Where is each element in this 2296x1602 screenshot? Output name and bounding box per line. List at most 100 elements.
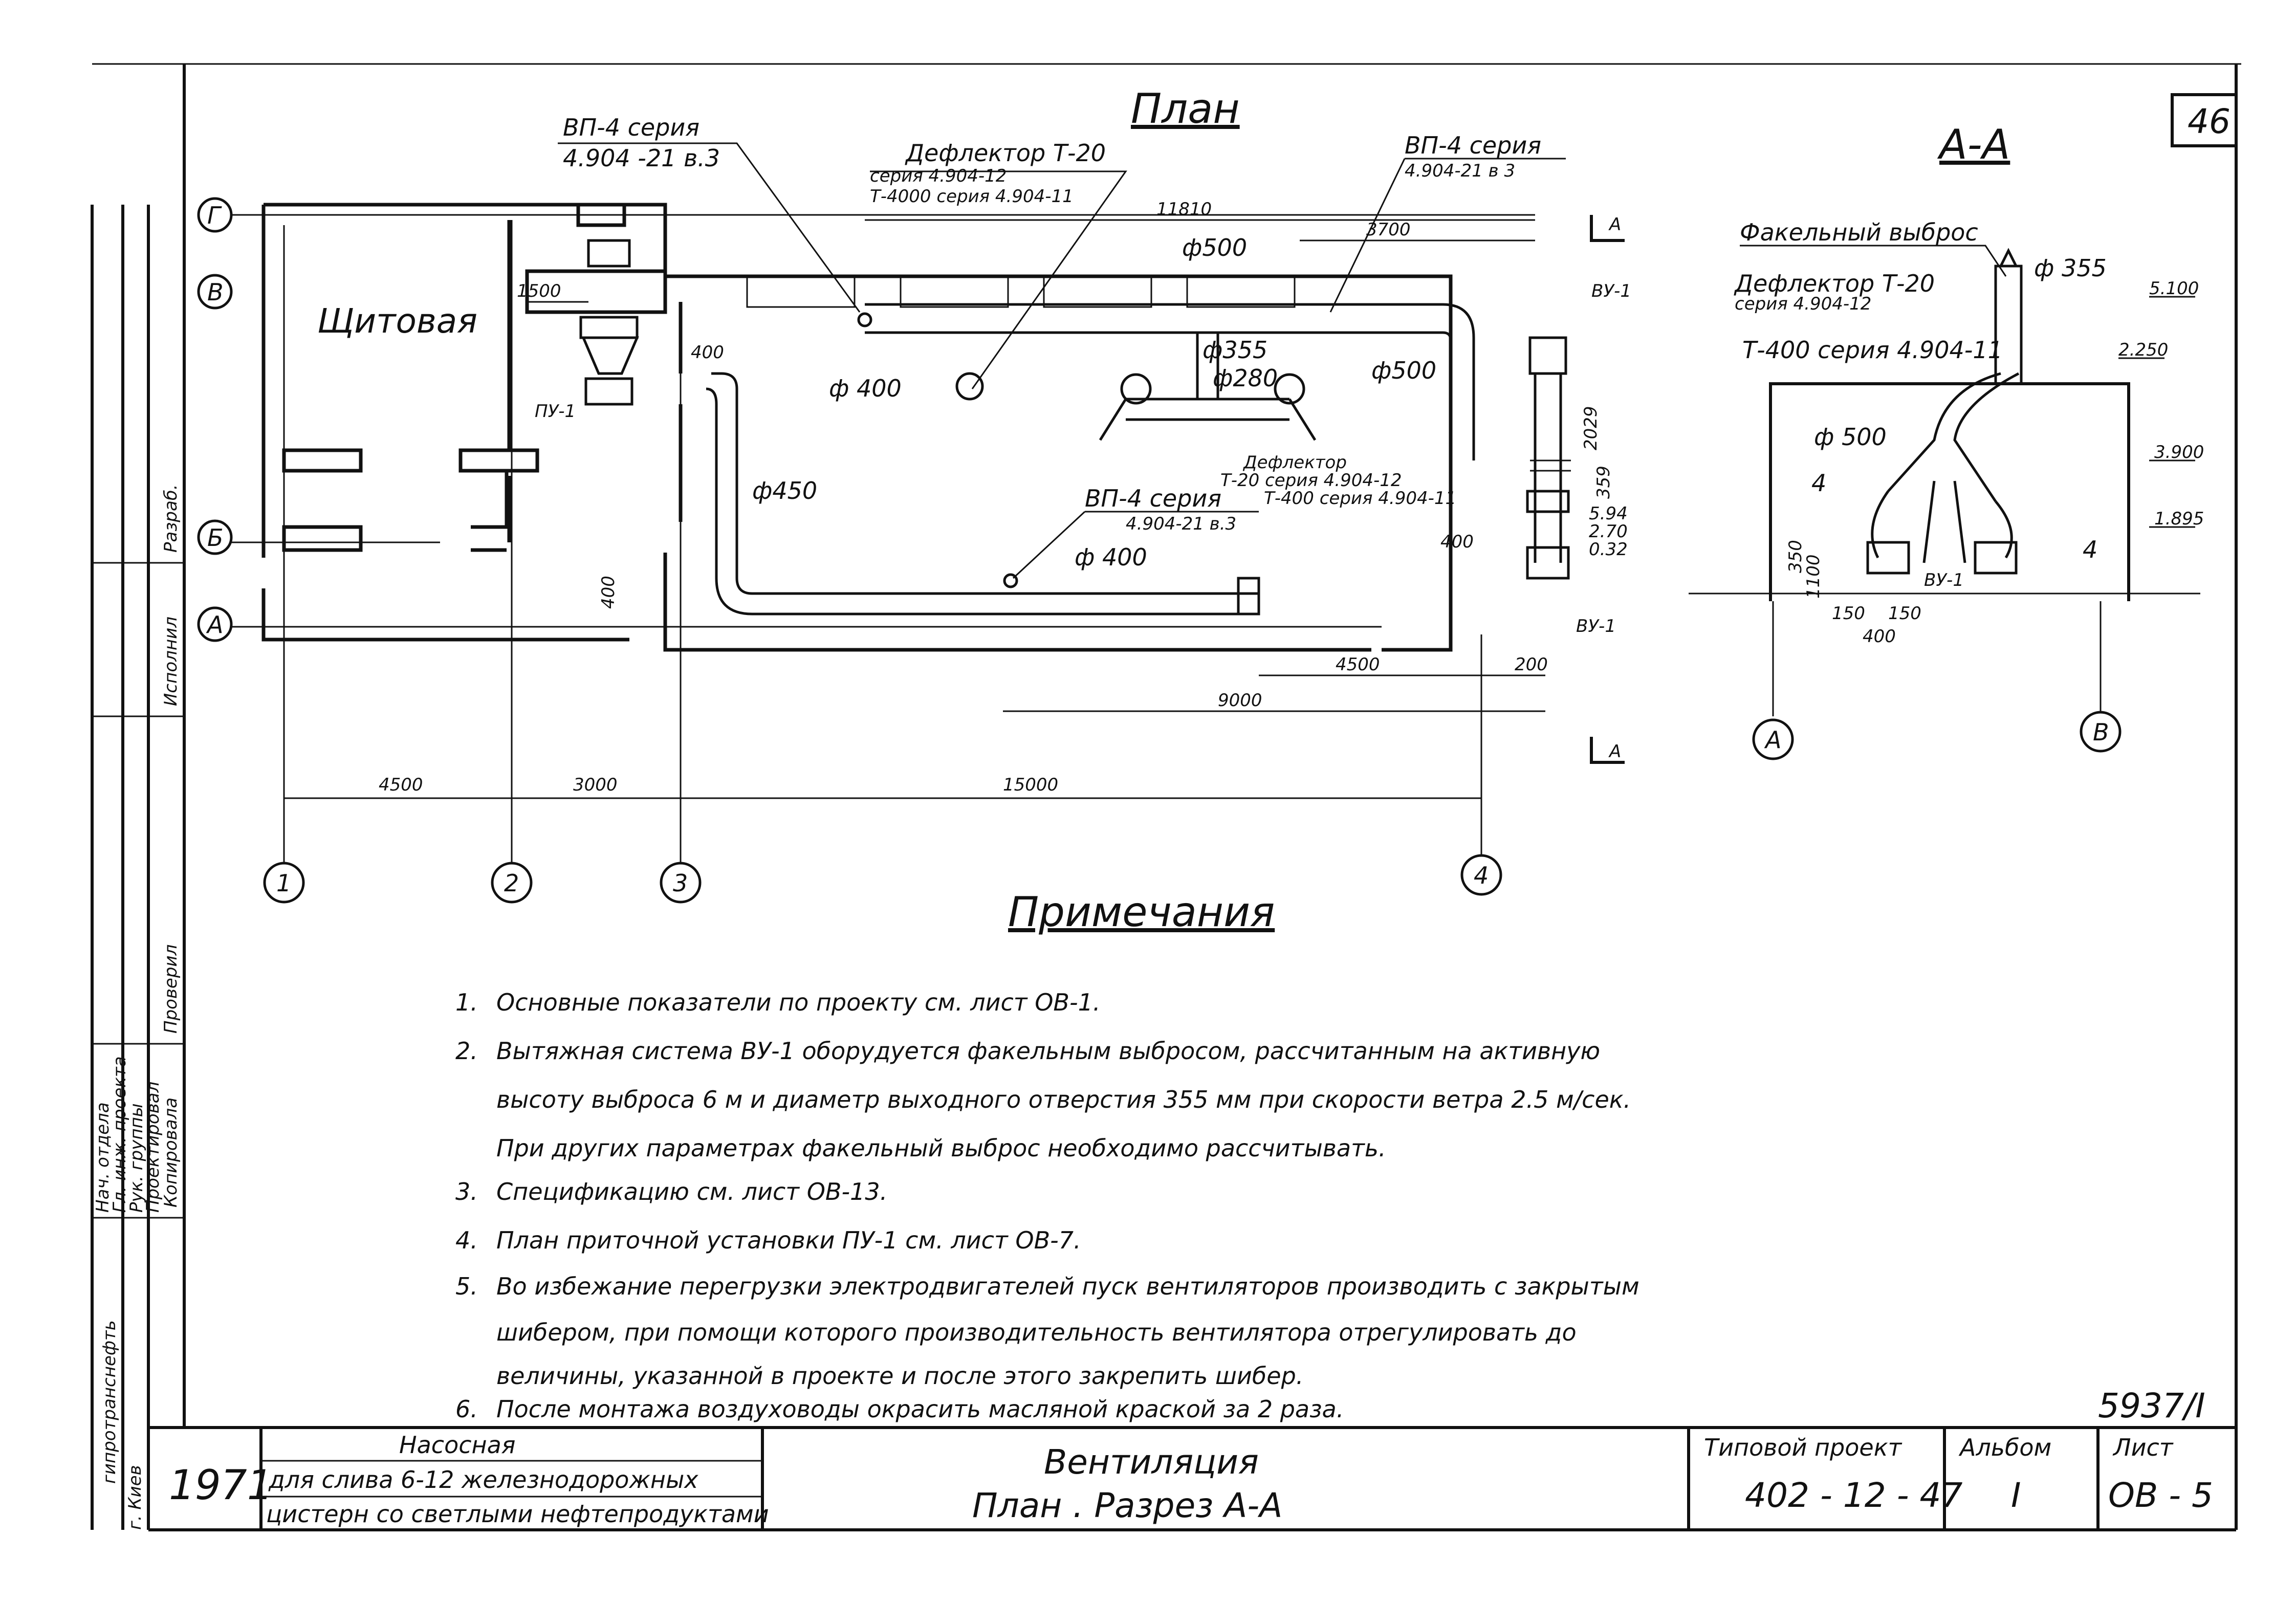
section-defl-line1: Дефлектор Т-20 [1734, 270, 1935, 297]
section-view: А-А А В Факельный выброс ф 355 Дефлектор… [1689, 121, 2204, 760]
dim-3700: 3700 [1366, 220, 1411, 240]
dim-400e: 400 [598, 576, 619, 609]
stamp-object-line1: Насосная [399, 1431, 515, 1459]
side-row-2: Рук. группы [126, 1103, 147, 1213]
note-3-num: 3. [455, 1178, 478, 1205]
deflector2-line3: Т-400 серия 4.904-11 [1264, 488, 1456, 509]
stamp-object-line2: для слива 6-12 железнодорожных [268, 1466, 698, 1494]
vp4-a-line2: 4.904 -21 в.3 [563, 144, 720, 172]
section-defl-line2: серия 4.904-12 [1735, 294, 1871, 314]
stamp-title-line1: Вентиляция [1044, 1442, 1259, 1482]
section-four-a: 4 [1811, 469, 1826, 497]
dim-200: 200 [1515, 654, 1548, 675]
note-1-num: 1. [455, 989, 478, 1016]
lvl-1895: 1.895 [2154, 509, 2204, 529]
side-city: г. Киев [125, 1465, 145, 1530]
row-axis-b: Б [207, 524, 224, 552]
col-axis-4: 4 [1474, 862, 1489, 889]
vu1-top-label: ВУ-1 [1591, 281, 1631, 301]
sheet-number: 46 [2188, 102, 2231, 141]
lvl-2250: 2.250 [2118, 340, 2168, 360]
notes-block: Примечания 1. Основные показатели по про… [455, 888, 2205, 1425]
section-mark-top: А [1608, 214, 1621, 235]
row-axis-g: Г [207, 202, 222, 229]
stamp-album-value: I [2011, 1476, 2021, 1515]
note-4-text: План приточной установки ПУ-1 см. лист О… [496, 1226, 1081, 1254]
section-title: А-А [1937, 121, 2010, 168]
section-torch: Факельный выброс [1740, 218, 1978, 246]
dim-2029: 2029 [1581, 406, 1601, 450]
notes-title: Примечания [1008, 888, 1275, 936]
note-1-text: Основные показатели по проекту см. лист … [496, 989, 1100, 1016]
dim-phi500: ф500 [1182, 234, 1247, 261]
lvl-5100: 5.100 [2149, 278, 2199, 299]
dim-359: 359 [1593, 466, 1614, 499]
deflector-line3: Т-4000 серия 4.904-11 [870, 186, 1074, 207]
deflector2-line2: Т-20 серия 4.904-12 [1220, 470, 1402, 491]
note-4-num: 4. [455, 1226, 478, 1254]
section-d150a: 150 [1832, 603, 1865, 624]
side-row-1: Гл. инж. проекта [110, 1056, 130, 1213]
note-2-num: 2. [455, 1037, 478, 1065]
row-axis-v: В [207, 278, 224, 306]
note-5-num: 5. [455, 1272, 478, 1300]
note-5c-text: величины, указанной в проекте и после эт… [496, 1362, 1303, 1390]
dim-400a: 400 [691, 342, 724, 363]
plan-title: План [1131, 85, 1240, 133]
section-mark-bottom: А [1608, 741, 1621, 762]
dim-phi400b: ф 400 [829, 375, 902, 402]
vu1-bottom-label: ВУ-1 [1576, 616, 1616, 637]
dim-400d: 400 [1440, 532, 1474, 552]
dim-phi280: ф280 [1213, 364, 1278, 392]
title-block: 1971 Насосная для слива 6-12 железнодоро… [169, 1428, 2213, 1530]
vp4-b-line1: ВП-4 серия [1405, 131, 1541, 159]
note-2c-text: При других параметрах факельный выброс н… [496, 1134, 1386, 1162]
side-col-3: Копировала [161, 1098, 181, 1208]
dim-phi450: ф450 [752, 477, 817, 504]
section-d355: ф 355 [2034, 254, 2107, 282]
note-2-text: Вытяжная система ВУ-1 оборудуется факель… [496, 1037, 1600, 1065]
room-label: Щитовая [317, 301, 477, 341]
stamp-album-label: Альбом [1958, 1434, 2051, 1461]
dim-9000: 9000 [1218, 690, 1262, 711]
note-6-text: После монтажа воздуховоды окрасить масля… [496, 1395, 1344, 1423]
dim-phi355: ф355 [1202, 336, 1267, 364]
dim-11810: 11810 [1156, 199, 1212, 220]
row-axis-a: А [206, 611, 223, 639]
side-col-0: Исполнил [161, 617, 181, 706]
note-5b-text: шибером, при помощи которого производите… [496, 1319, 1577, 1346]
col-axis-3: 3 [673, 869, 688, 897]
vp4-b-line2: 4.904-21 в 3 [1405, 161, 1515, 181]
dim-15000: 15000 [1003, 775, 1058, 795]
section-d1100: 1100 [1803, 554, 1824, 599]
stamp-sheet-label: Лист [2112, 1434, 2174, 1461]
vp4-c-line1: ВП-4 серия [1085, 485, 1221, 512]
stamp-project-label: Типовой проект [1704, 1434, 1902, 1461]
note-6-num: 6. [455, 1395, 478, 1423]
note-3-text: Спецификацию см. лист ОВ-13. [496, 1178, 887, 1205]
dim-4500r: 4500 [1336, 654, 1380, 675]
side-col-1: Разраб. [161, 484, 181, 553]
section-d500: ф 500 [1814, 423, 1887, 451]
section-d150b: 150 [1888, 603, 1921, 624]
stamp-project-value: 402 - 12 - 47 [1745, 1476, 1963, 1515]
vp4-c-line2: 4.904-21 в.3 [1126, 514, 1236, 534]
dim-4500: 4500 [379, 775, 423, 795]
stamp-title-line2: План . Разрез А-А [972, 1486, 1282, 1525]
section-d350: 350 [1785, 540, 1806, 573]
section-axis-v: В [2093, 718, 2109, 746]
doc-code: 5937/I [2098, 1386, 2205, 1425]
deflector2-line1: Дефлектор [1242, 452, 1347, 473]
dim-3000: 3000 [573, 775, 618, 795]
side-row-0: Нач. отдела [93, 1102, 113, 1213]
dim-594: 5.94 [1589, 503, 1628, 524]
side-org: гипротранснефть [99, 1320, 120, 1484]
note-5-text: Во избежание перегрузки электродвигателе… [496, 1272, 1639, 1300]
section-d400: 400 [1863, 626, 1896, 647]
col-axis-2: 2 [504, 869, 519, 897]
dim-1500: 1500 [517, 281, 561, 301]
pu1-label: ПУ-1 [535, 401, 576, 422]
dim-032: 0.32 [1589, 539, 1628, 560]
side-col-2: Проверил [161, 945, 181, 1034]
